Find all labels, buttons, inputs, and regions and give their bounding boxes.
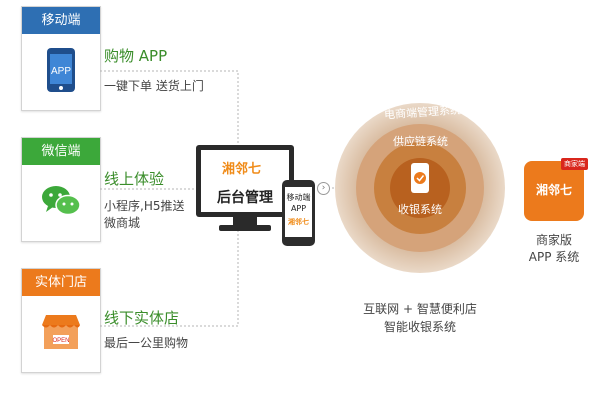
channel-desc: 小程序,H5推送 [104, 199, 185, 213]
middle-ring-label: 供应链系统 [393, 135, 448, 148]
channel-title: 线下实体店 [104, 309, 180, 327]
merchant-app-icon: 湘邻七 商家端 [524, 158, 588, 221]
monitor-stand [233, 217, 257, 225]
channel-card-mobile: 移动端 APP [21, 6, 101, 111]
phone-label: 移动端 [286, 193, 311, 202]
channel-card-store: 实体门店 OPEN [21, 268, 101, 373]
merchant-brand-logo: 湘邻七 [535, 183, 572, 197]
card-body [22, 165, 100, 241]
system-rings [335, 103, 505, 273]
channel-header: 移动端 [22, 7, 100, 34]
admin-label: 后台管理 [217, 190, 273, 206]
wechat-icon [40, 183, 82, 223]
card-body: APP [22, 34, 100, 110]
channel-header: 微信端 [22, 138, 100, 165]
app-phone-icon: APP [43, 47, 79, 97]
channel-header: 实体门店 [22, 269, 100, 296]
merchant-label-line: APP 系统 [528, 250, 580, 264]
channel-desc: 最后一公里购物 [104, 336, 189, 350]
phone-brand-logo: 湘邻七 [288, 218, 309, 226]
store-sign-text: OPEN [52, 338, 69, 344]
mobile-phone: 移动端 APP 湘邻七 [282, 180, 315, 246]
system-caption: 智能收银系统 [383, 320, 456, 334]
admin-monitor: 湘邻七 后台管理 [196, 145, 294, 217]
channel-title: 线上体验 [104, 170, 165, 188]
inner-ring-label: 收银系统 [398, 203, 442, 216]
channel-title: 购物 APP [104, 47, 168, 65]
monitor-screen: 湘邻七 后台管理 [201, 150, 289, 212]
brand-logo: 湘邻七 [222, 162, 262, 177]
channel-card-wechat: 微信端 [21, 137, 101, 242]
arrow-right-icon: › [317, 182, 330, 195]
channel-desc: 微商城 [104, 216, 141, 230]
storefront-icon: OPEN [41, 313, 81, 355]
app-icon-text: APP [51, 66, 71, 77]
phone-screen: 移动端 APP 湘邻七 [285, 187, 312, 237]
system-caption: 互联网 + 智慧便利店 [363, 302, 477, 316]
channel-desc: 一键下单 送货上门 [104, 79, 204, 93]
card-body: OPEN [22, 296, 100, 372]
merchant-label: 商家版 APP 系统 [510, 232, 598, 266]
monitor-base [219, 225, 271, 231]
merchant-label-line: 商家版 [535, 233, 572, 247]
phone-label: APP [290, 204, 307, 213]
merchant-tag: 商家端 [561, 158, 588, 170]
